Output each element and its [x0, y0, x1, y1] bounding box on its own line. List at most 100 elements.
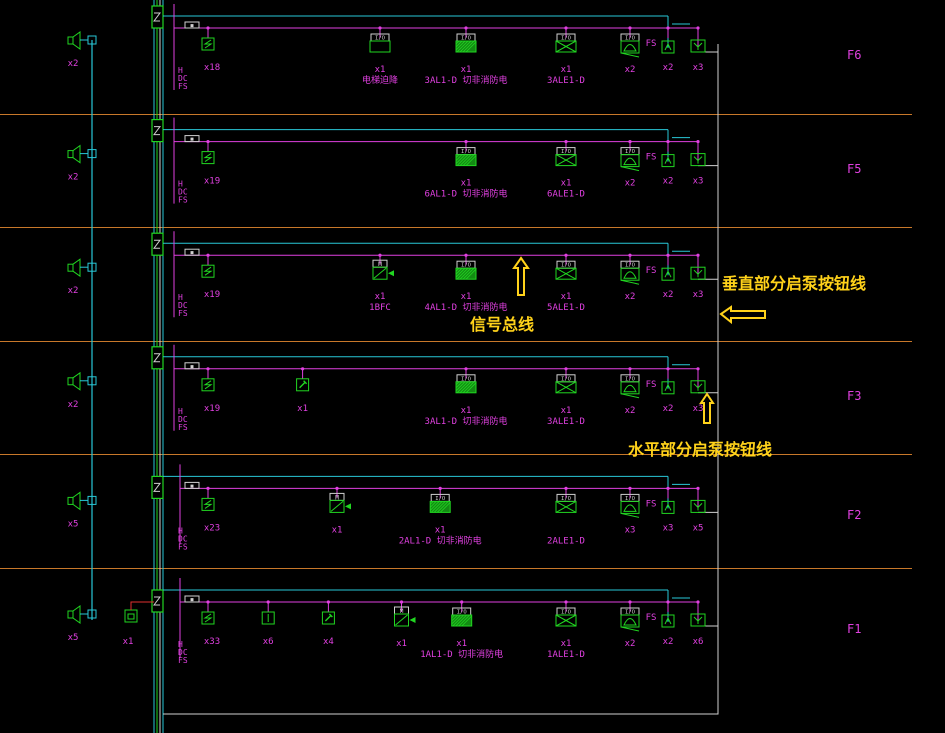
- hydrant-button-icon: [661, 500, 675, 514]
- smoke-detector-icon: [201, 611, 215, 625]
- io-module-tag: I/O: [561, 376, 571, 382]
- device-count: x2: [625, 292, 636, 302]
- fire-damper-icon: [329, 499, 345, 513]
- flow-switch-label: FS: [646, 613, 657, 623]
- bus-tap-dot: [696, 600, 700, 604]
- io-module-icon: [555, 267, 577, 280]
- bus-tap-dot: [335, 486, 339, 490]
- device-count: x6: [263, 637, 274, 647]
- bus-tap-dot: [628, 600, 632, 604]
- device-name: 3AL1-D 切非消防电: [425, 74, 508, 86]
- flow-switch-label: FS: [646, 266, 657, 276]
- damper-arrow: [409, 617, 416, 623]
- label-h: H: [178, 407, 183, 416]
- bus-tap-dot: [628, 140, 632, 144]
- smoke-device: x18: [201, 26, 220, 73]
- bus-terminal-box: [184, 21, 200, 29]
- pump-start-button-icon: [690, 613, 706, 627]
- device-count: x19: [204, 290, 220, 300]
- alarm-module-tag: I/O: [625, 149, 635, 155]
- hydrant-button-icon: [661, 154, 675, 168]
- io-module-tag: I/O: [461, 36, 471, 42]
- bus-tap-dot: [266, 600, 270, 604]
- bus-tap-dot: [464, 253, 468, 257]
- device-count: x2: [663, 290, 674, 300]
- isolator-module: [151, 589, 164, 613]
- fire-damper-icon: [372, 266, 388, 280]
- device-count: x2: [625, 65, 636, 75]
- device-count: x3: [693, 63, 704, 73]
- alarm-bell-icon: [620, 154, 640, 168]
- floor-label: F5: [847, 162, 862, 176]
- io-module-icon: [555, 40, 577, 53]
- manual-device: x1: [296, 367, 310, 414]
- smoke-device: x19: [201, 140, 220, 187]
- device-count: x1: [435, 525, 446, 535]
- alarm-bell-icon: [620, 267, 640, 281]
- io-module-tag: I/O: [375, 36, 385, 42]
- device-name: 3ALE1-D: [547, 76, 585, 86]
- device-count: x6: [693, 637, 704, 647]
- bus-tap-dot: [206, 253, 210, 257]
- isolator-module: [151, 232, 164, 256]
- bus-tap-dot: [378, 253, 382, 257]
- device-name: 1ALE1-D: [547, 650, 585, 660]
- bus-tap-dot: [666, 600, 670, 604]
- fire-damper-icon: [394, 613, 409, 627]
- alarm-bell-icon: [620, 614, 640, 628]
- bus-tap-dot: [564, 140, 568, 144]
- bus-tap-dot: [666, 26, 670, 30]
- device-count: x5: [693, 523, 704, 533]
- bus-tap-dot: [564, 26, 568, 30]
- device-name: 4AL1-D 切非消防电: [425, 301, 508, 313]
- label-h: H: [178, 66, 183, 75]
- bus-tap-dot: [666, 253, 670, 257]
- device-count: x1: [456, 639, 467, 649]
- bus-tap-dot: [206, 26, 210, 30]
- bus-tap-dot: [206, 367, 210, 371]
- label-dc: DC: [178, 301, 188, 310]
- smoke-detector-icon: [201, 264, 215, 278]
- device-name: 6ALE1-D: [547, 190, 585, 200]
- alarm-bell-icon: [620, 500, 640, 514]
- smoke-device: x33: [201, 600, 220, 647]
- device-name: 2AL1-D 切非消防电: [399, 534, 482, 546]
- floor-label: F6: [847, 48, 862, 62]
- device-name: 1BFC: [369, 303, 391, 313]
- label-fs: FS: [178, 542, 188, 551]
- io-module-tag: I/O: [457, 610, 467, 616]
- device-name: 3AL1-D 切非消防电: [425, 415, 508, 427]
- hydrant-device: FS x2: [646, 253, 675, 300]
- label-fs: FS: [178, 656, 188, 665]
- hydrant-device: FS x2: [646, 600, 675, 647]
- smoke-detector-icon: [201, 151, 215, 165]
- bus-tap-dot: [464, 26, 468, 30]
- pump-start-button-icon: [690, 153, 706, 167]
- device-count: x2: [663, 637, 674, 647]
- device-count: x1: [561, 406, 572, 416]
- flow-switch-label: FS: [646, 39, 657, 49]
- smoke-detector-icon: [201, 497, 215, 511]
- bus-tap-dot: [206, 486, 210, 490]
- handpull-device: x6: [690, 600, 706, 647]
- device-count: x1: [461, 292, 472, 302]
- handpull-device: x3: [690, 367, 706, 414]
- smoke-device: x19: [201, 367, 220, 414]
- vertical-pump-line-annotation: 垂直部分启泵按钮线: [722, 274, 867, 293]
- device-count: x23: [204, 523, 220, 533]
- speaker-icon: [67, 605, 97, 624]
- alarm-module-tag: I/O: [625, 376, 635, 382]
- device-name: 电梯迫降: [362, 74, 398, 86]
- bus-tap-dot: [460, 600, 464, 604]
- valve-device: Mx1: [394, 600, 416, 649]
- bus-terminal-box: [184, 248, 200, 256]
